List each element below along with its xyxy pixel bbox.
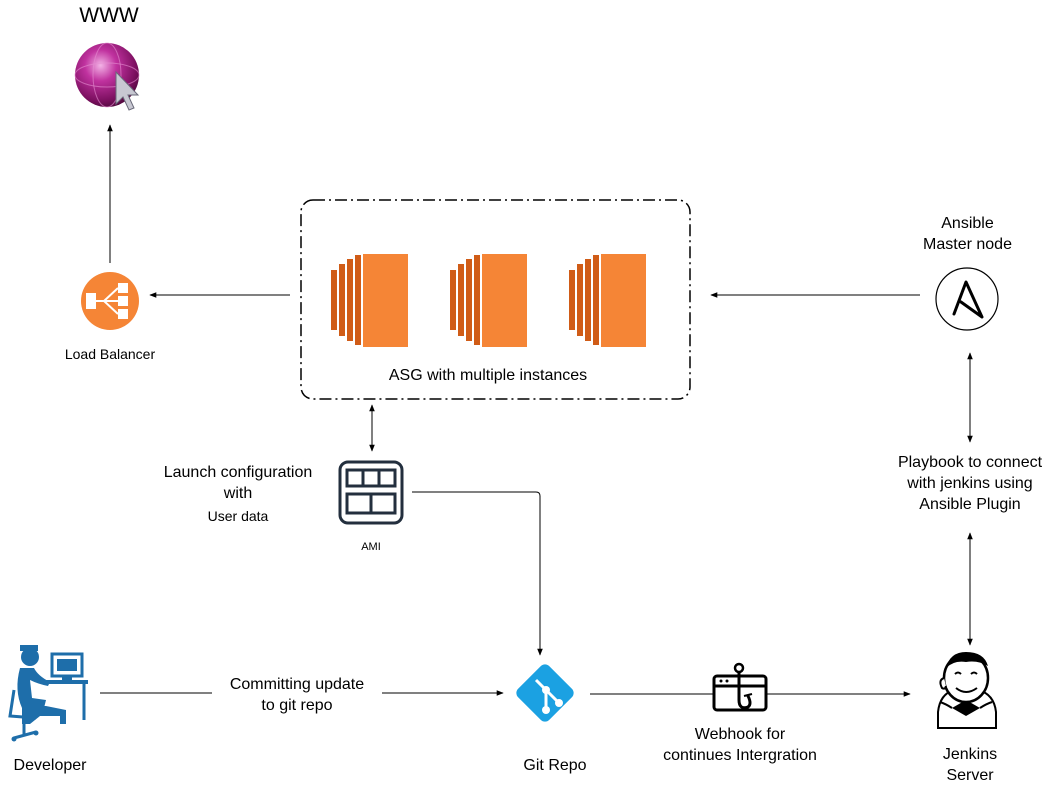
load-balancer-label: Load Balancer — [64, 346, 156, 362]
asg-group-box — [300, 199, 691, 400]
ami-icon — [338, 460, 404, 525]
commit-line-1: Committing update — [229, 676, 365, 693]
developer-at-computer-icon — [8, 645, 88, 742]
commit-line-2: to git repo — [261, 697, 333, 714]
connectors — [100, 124, 973, 697]
launch-config-line-1: Launch configuration — [163, 464, 313, 481]
ec2-instance-icon — [450, 254, 527, 347]
globe-cursor-icon — [74, 42, 140, 111]
ansible-master-line-2: Master node — [923, 236, 1012, 253]
launch-config-label: Launch configuration with — [148, 462, 328, 504]
commit-label: Committing update to git repo — [212, 674, 382, 716]
user-data-label: User data — [207, 508, 269, 524]
webhook-line-2: continues Intergration — [663, 747, 817, 764]
playbook-line-1: Playbook to connect — [897, 454, 1043, 471]
playbook-label: Playbook to connect with jenkins using A… — [880, 452, 1060, 515]
www-label: WWW — [79, 4, 139, 27]
ansible-logo-icon — [935, 267, 999, 331]
ec2-instance-icon — [331, 254, 408, 347]
jenkins-label: Jenkins Server — [920, 744, 1020, 786]
webhook-icon — [712, 662, 768, 712]
ec2-instance-icon — [569, 254, 646, 347]
git-repo-label: Git Repo — [523, 757, 587, 774]
launch-config-line-2: with — [223, 485, 253, 502]
jenkins-line-2: Server — [946, 767, 994, 784]
playbook-line-3: Ansible Plugin — [919, 496, 1021, 513]
git-icon — [516, 664, 574, 722]
elastic-load-balancer-icon — [81, 272, 139, 330]
jenkins-line-1: Jenkins — [942, 746, 998, 763]
jenkins-butler-icon — [937, 652, 997, 729]
ansible-master-label: Ansible Master node — [895, 213, 1040, 255]
ansible-master-line-1: Ansible — [941, 215, 994, 232]
ami-label: AMI — [361, 541, 381, 553]
webhook-label: Webhook for continues Intergration — [640, 724, 840, 766]
playbook-line-2: with jenkins using — [907, 475, 1033, 492]
developer-label: Developer — [13, 757, 87, 774]
arrow-ami-to-git — [412, 491, 543, 656]
webhook-line-1: Webhook for — [694, 726, 786, 743]
asg-label: ASG with multiple instances — [388, 367, 588, 384]
